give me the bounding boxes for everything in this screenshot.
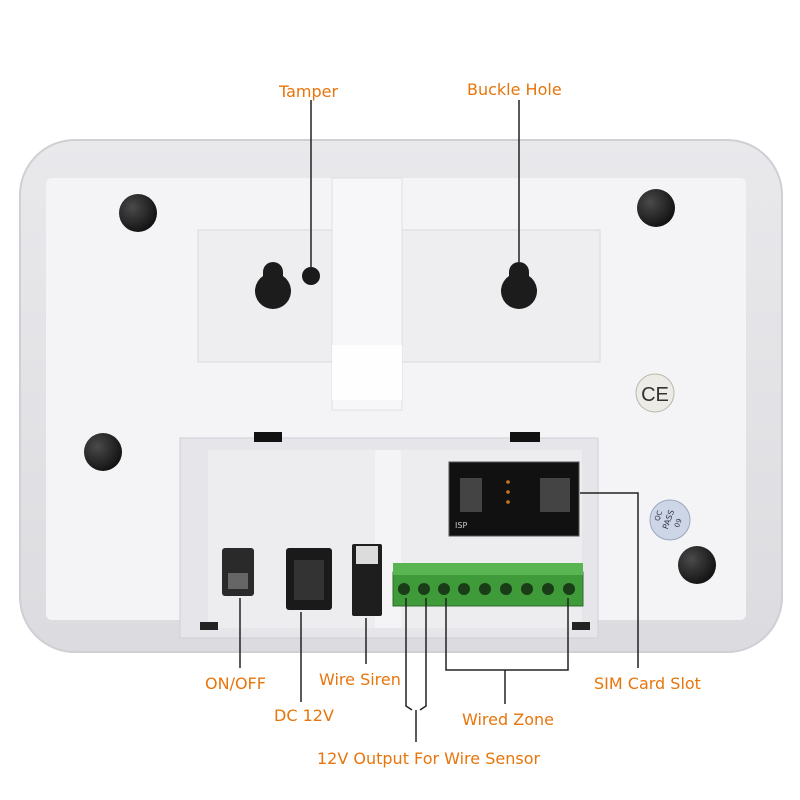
- qc-pass-sticker: [649, 499, 691, 541]
- on-off-label: ON/OFF: [205, 674, 266, 693]
- snap-tab: [200, 622, 218, 630]
- terminal-screws: [398, 583, 575, 595]
- snap-tab: [254, 432, 282, 442]
- ce-mark: CE: [641, 384, 669, 406]
- leader-lines: [239, 100, 639, 742]
- snap-tab: [510, 432, 540, 442]
- buckle-hole-label: Buckle Hole: [467, 80, 562, 99]
- ce-sticker: [635, 373, 675, 413]
- sim-pins: [540, 478, 570, 512]
- dc-jack-socket: [294, 560, 324, 600]
- rubber-foot-top-left: [119, 194, 157, 232]
- siren-connector-top: [356, 546, 378, 564]
- rubber-foot-bottom-left: [84, 433, 122, 471]
- sim-card-slot-label: SIM Card Slot: [594, 674, 701, 693]
- power-switch-knob: [228, 573, 248, 589]
- wire-siren-label: Wire Siren: [319, 670, 401, 689]
- wired-zone-label: Wired Zone: [462, 710, 554, 729]
- dc-12v-label: DC 12V: [274, 706, 334, 725]
- terminal-block-top: [393, 563, 583, 575]
- rubber-foot-top-right: [637, 189, 675, 227]
- qc-pass-text-1: QC: [653, 510, 664, 523]
- sim-pins: [460, 478, 482, 512]
- sim-led: [506, 500, 510, 504]
- sim-led: [506, 490, 510, 494]
- sim-led: [506, 480, 510, 484]
- upper-right-panel: [399, 229, 601, 363]
- isp-marking: ISP: [455, 521, 467, 530]
- buckle-hole-left: [255, 262, 291, 309]
- tamper-switch: [302, 267, 320, 285]
- center-rib-highlight: [332, 345, 402, 400]
- snap-tab: [572, 622, 590, 630]
- tamper-label: Tamper: [279, 82, 339, 101]
- qc-pass-text-3: 09: [673, 518, 684, 529]
- 12v-output-label: 12V Output For Wire Sensor: [317, 749, 541, 768]
- buckle-hole-right: [501, 262, 537, 309]
- rubber-foot-bottom-right: [678, 546, 716, 584]
